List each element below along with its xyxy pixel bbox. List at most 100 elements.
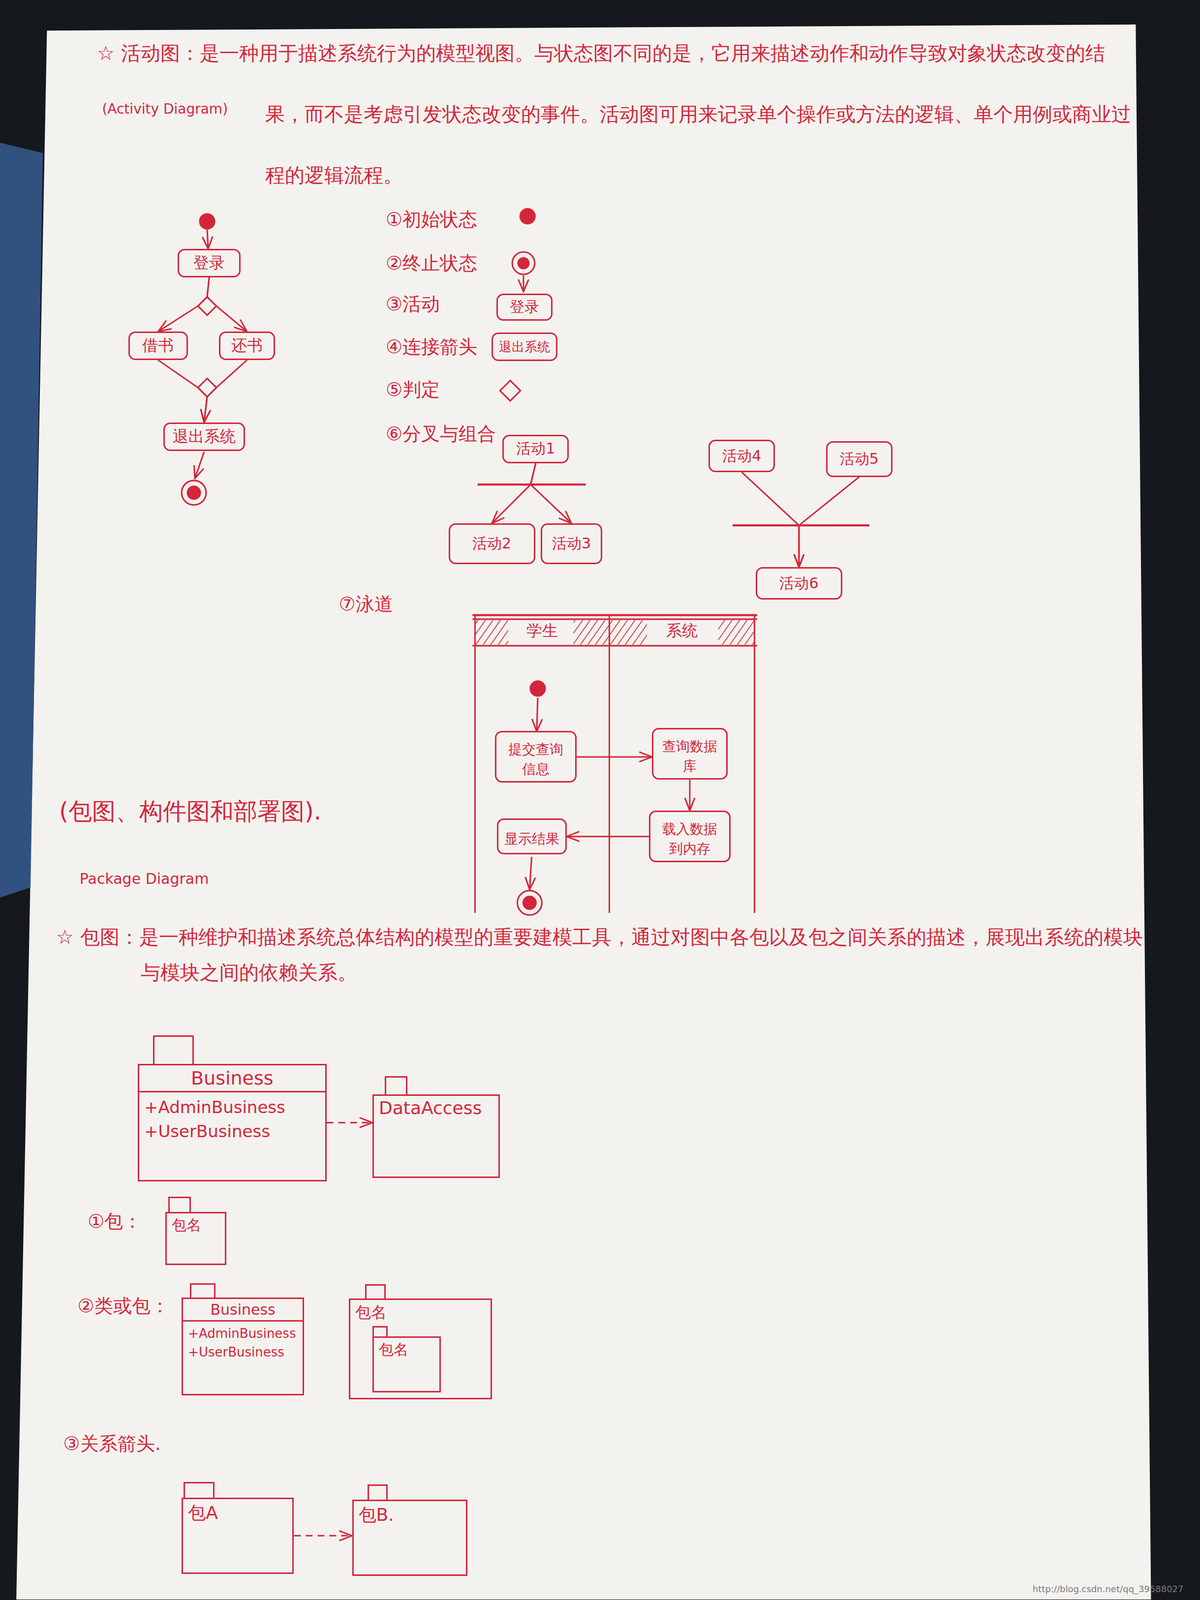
flow-arrow	[157, 360, 208, 423]
package-tab	[365, 1284, 386, 1299]
flow-arrow	[207, 277, 247, 332]
note-label: ②终止状态	[385, 250, 478, 276]
package-tab	[189, 1283, 216, 1298]
label-text: ⑦泳道	[338, 593, 394, 616]
note-label: ④连接箭头	[385, 334, 478, 360]
dependency-arrow	[326, 1122, 373, 1124]
label-text: ①初始状态	[385, 208, 478, 231]
label-text: ☆ 活动图：是一种用于描述系统行为的模型视图。与状态图不同的是，它用来描述动作和…	[96, 41, 1132, 187]
node-text: 活动4	[722, 446, 762, 467]
flow-arrow	[576, 756, 652, 758]
package-tab	[384, 1076, 408, 1095]
label-text: ②终止状态	[385, 252, 478, 275]
package-tab	[372, 1326, 388, 1337]
note-label: ⑤判定	[385, 377, 440, 402]
package-box: DataAccess	[372, 1094, 500, 1179]
final-node-dot	[186, 485, 202, 500]
note-label: (包图、构件图和部署图).	[59, 796, 322, 827]
flow-line	[529, 857, 532, 890]
note-label: Package Diagram	[79, 869, 210, 890]
node-text: 查询数据库	[659, 731, 720, 777]
flow-arrow	[492, 463, 536, 524]
flow-arrow	[157, 277, 210, 332]
paper-sheet	[16, 24, 1151, 1600]
lane-title: 系统	[610, 615, 754, 641]
activity-box: 活动2	[448, 523, 536, 565]
package-tab	[183, 1482, 215, 1498]
note-label: ②类或包：	[77, 1293, 170, 1319]
package-box: 包名	[372, 1336, 441, 1393]
flow-arrow	[204, 360, 247, 423]
activity-box: 活动6	[755, 567, 843, 600]
swimlane: 提交查询信息显示结果 学生	[474, 615, 611, 914]
note-label: ③关系箭头.	[63, 1431, 161, 1457]
node-text: 活动1	[516, 438, 555, 460]
class-package: Business+AdminBusiness+UserBusiness	[181, 1297, 305, 1396]
node-text: 活动5	[839, 449, 879, 470]
member-text: +UserBusiness	[144, 1119, 321, 1144]
activity-box: 提交查询信息	[494, 731, 577, 783]
dependency-arrow	[293, 1535, 352, 1538]
node-text: 活动6	[779, 573, 819, 594]
flow-line	[522, 275, 524, 292]
drawing-group	[0, 24, 1151, 1600]
package-tab	[153, 1035, 194, 1065]
node-text: 提交查询信息	[502, 734, 570, 780]
node-text: 还书	[231, 335, 263, 357]
flow-arrow	[566, 835, 650, 838]
initial-node	[529, 680, 546, 697]
activity-box: 显示结果	[496, 818, 567, 855]
label-text: http://blog.csdn.net/qq_39588027	[1032, 1584, 1184, 1595]
node-text: 载入数据到内存	[656, 814, 724, 860]
final-node-dot	[522, 895, 537, 911]
package-box: 包A	[181, 1498, 294, 1575]
final-node	[181, 480, 207, 506]
package-box: 包B.	[352, 1500, 468, 1577]
activity-box: 退出系统	[163, 422, 246, 452]
node-text: 活动3	[552, 533, 591, 554]
node-text: 登录	[193, 252, 225, 275]
flow-arrow	[799, 477, 860, 568]
final-node	[517, 891, 543, 916]
note-label: ①初始状态	[385, 207, 478, 232]
note-label: ⑥分叉与组合	[385, 421, 496, 447]
activity-box: 借书	[128, 331, 188, 361]
initial-node	[198, 213, 216, 230]
label-text: ②类或包：	[77, 1295, 170, 1318]
node-text: 包名	[355, 1302, 486, 1324]
activity-box: 载入数据到内存	[648, 810, 731, 863]
member-text: +AdminBusiness	[144, 1095, 321, 1120]
node-text: 登录	[509, 297, 540, 318]
label-text: ④连接箭头	[385, 336, 478, 358]
activity-box: 活动1	[502, 434, 569, 464]
package-box: 包名包名	[348, 1298, 492, 1400]
node-text: 活动2	[472, 533, 512, 554]
node-text: 显示结果	[504, 824, 560, 850]
lane-header-line	[472, 618, 758, 620]
activity-box: 活动5	[826, 441, 893, 478]
lane-title: 学生	[475, 615, 609, 641]
activity-box: 活动4	[708, 439, 775, 473]
laptop-edge	[0, 142, 43, 898]
flow-arrow	[689, 779, 691, 811]
node-text: 包B.	[358, 1503, 462, 1528]
lane-header-line	[472, 645, 758, 647]
note-label: ③活动	[385, 291, 440, 317]
label-text: ☆ 包图：是一种维护和描述系统总体结构的模型的重要建模工具，通过对图中各包以及包…	[56, 925, 1143, 985]
member-text: +UserBusiness	[187, 1343, 298, 1363]
note-label: ①包：	[87, 1209, 142, 1234]
note-label: ⑦泳道	[338, 591, 394, 617]
activity-box: 活动3	[540, 523, 602, 565]
node-text: 包名	[171, 1215, 220, 1236]
label-text: (Activity Diagram)	[101, 100, 228, 118]
note-label: ☆ 活动图：是一种用于描述系统行为的模型视图。与状态图不同的是，它用来描述动作和…	[265, 22, 1133, 206]
activity-box: 查询数据库	[651, 728, 728, 780]
package-tab	[168, 1197, 191, 1213]
decision-diamond	[197, 297, 216, 316]
flow-line	[207, 229, 209, 249]
flow-line	[536, 698, 538, 732]
label-text: ③关系箭头.	[63, 1433, 161, 1455]
label-text: Package Diagram	[79, 870, 210, 888]
